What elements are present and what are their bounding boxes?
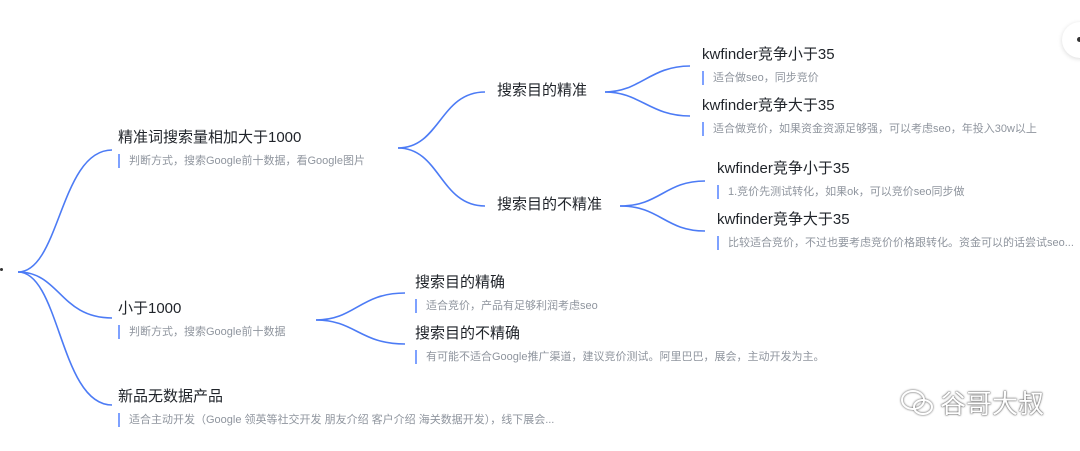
node-title: kwfinder竞争大于35 xyxy=(702,97,835,114)
node-title: kwfinder竞争小于35 xyxy=(717,160,850,177)
node-under-1000[interactable]: 小于1000 判断方式，搜索Google前十数据 xyxy=(118,299,285,339)
node-kwfinder-under-35-b[interactable]: kwfinder竞争小于35 1.竞价先测试转化，如果ok，可以竞价seo同步做 xyxy=(717,159,965,199)
collapse-button[interactable] xyxy=(1062,22,1080,58)
node-note: 适合做竞价，如果资金资源足够强，可以考虑seo，年投入30w以上 xyxy=(702,122,1037,136)
node-note: 适合主动开发（Google 领英等社交开发 朋友介绍 客户介绍 海关数据开发），… xyxy=(118,413,554,427)
node-note: 判断方式，搜索Google前十数据，看Google图片 xyxy=(118,154,365,168)
link-n1b-n1b1 xyxy=(619,180,706,207)
dot-icon xyxy=(1077,37,1080,42)
link-n1-n1b xyxy=(397,147,486,207)
node-kwfinder-under-35-a[interactable]: kwfinder竞争小于35 适合做seo，同步竞价 xyxy=(702,45,835,85)
link-n1a-n1a2 xyxy=(604,91,691,117)
node-new-product-no-data[interactable]: 新品无数据产品 适合主动开发（Google 领英等社交开发 朋友介绍 客户介绍 … xyxy=(118,387,554,427)
node-title: 搜索目的精确 xyxy=(415,274,506,291)
node-note: 适合做seo，同步竞价 xyxy=(702,71,835,85)
node-intent-inaccurate[interactable]: 搜索目的不精确 有可能不适合Google推广渠道，建议竞价测试。阿里巴巴，展会，… xyxy=(415,324,824,364)
link-n1-n1a xyxy=(397,91,486,149)
node-note: 有可能不适合Google推广渠道，建议竞价测试。阿里巴巴，展会，主动开发为主。 xyxy=(415,350,824,364)
node-title: 搜索目的精准 xyxy=(497,82,588,99)
root-node[interactable] xyxy=(0,268,3,271)
node-kwfinder-over-35-b[interactable]: kwfinder竞争大于35 比较适合竞价，不过也要考虑竞价价格跟转化。资金可以… xyxy=(717,210,1074,250)
node-intent-precise[interactable]: 搜索目的精准 xyxy=(497,81,587,101)
link-root-n1 xyxy=(17,149,113,273)
link-n1a-n1a1 xyxy=(604,65,691,93)
watermark-text: 谷哥大叔 xyxy=(940,389,1045,419)
node-note: 1.竞价先测试转化，如果ok，可以竞价seo同步做 xyxy=(717,185,965,199)
link-n2-n2a xyxy=(315,292,406,321)
node-title: kwfinder竞争大于35 xyxy=(717,211,850,228)
link-root-n2 xyxy=(17,271,113,319)
watermark: 谷哥大叔 xyxy=(900,384,1044,421)
link-root-n3 xyxy=(17,271,113,406)
node-title: 小于1000 xyxy=(118,300,182,317)
node-title: 精准词搜索量相加大于1000 xyxy=(118,129,302,146)
node-intent-accurate[interactable]: 搜索目的精确 适合竞价，产品有足够利润考虑seo xyxy=(415,273,598,313)
node-search-volume-over-1000[interactable]: 精准词搜索量相加大于1000 判断方式，搜索Google前十数据，看Google… xyxy=(118,128,365,168)
node-title: 搜索目的不精确 xyxy=(415,325,521,342)
node-kwfinder-over-35-a[interactable]: kwfinder竞争大于35 适合做竞价，如果资金资源足够强，可以考虑seo，年… xyxy=(702,96,1037,136)
wechat-icon xyxy=(901,389,933,415)
node-intent-imprecise[interactable]: 搜索目的不精准 xyxy=(497,195,602,215)
node-note: 比较适合竞价，不过也要考虑竞价价格跟转化。资金可以的话尝试seo... xyxy=(717,236,1074,250)
node-title: 搜索目的不精准 xyxy=(497,196,603,213)
node-title: 新品无数据产品 xyxy=(118,388,224,405)
node-note: 判断方式，搜索Google前十数据 xyxy=(118,325,285,339)
node-note: 适合竞价，产品有足够利润考虑seo xyxy=(415,299,598,313)
link-n1b-n1b2 xyxy=(619,205,706,232)
link-n2-n2b xyxy=(315,319,406,345)
node-title: kwfinder竞争小于35 xyxy=(702,46,835,63)
